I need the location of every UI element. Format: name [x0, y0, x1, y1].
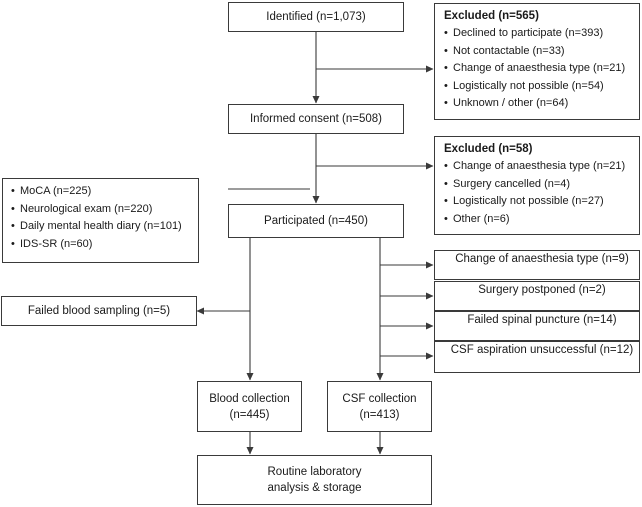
csf-exclusion-label: CSF aspiration unsuccessful (n=12): [450, 344, 634, 356]
assessment-item: MoCA (n=225): [11, 183, 198, 201]
csf-exclusion-box-3: Failed spinal puncture (n=14): [434, 311, 640, 341]
assessments-list: MoCA (n=225) Neurological exam (n=220) D…: [11, 183, 198, 253]
assessments-box: MoCA (n=225) Neurological exam (n=220) D…: [2, 178, 199, 263]
excluded-58-box: Excluded (n=58) Change of anaesthesia ty…: [434, 136, 640, 235]
excluded-565-item: Logistically not possible (n=54): [444, 78, 639, 96]
csf-exclusion-box-2: Surgery postponed (n=2): [434, 281, 640, 311]
excluded-565-item: Unknown / other (n=64): [444, 95, 639, 113]
csf-exclusion-label: Surgery postponed (n=2): [478, 284, 606, 296]
consent-box: Informed consent (n=508): [228, 104, 404, 134]
csf-collection-line1: CSF collection: [342, 392, 417, 405]
excluded-58-title: Excluded (n=58): [444, 143, 533, 155]
csf-exclusion-box-1: Change of anaesthesia type (n=9): [434, 250, 640, 280]
excluded-58-list: Change of anaesthesia type (n=21) Surger…: [444, 158, 639, 228]
identified-label: Identified (n=1,073): [266, 11, 366, 23]
csf-collection-box: CSF collection (n=413): [327, 381, 432, 432]
excluded-565-item: Not contactable (n=33): [444, 43, 639, 61]
excluded-58-item: Change of anaesthesia type (n=21): [444, 158, 639, 176]
excluded-565-title: Excluded (n=565): [444, 10, 539, 22]
excluded-565-list: Declined to participate (n=393) Not cont…: [444, 25, 639, 113]
csf-exclusion-label: Failed spinal puncture (n=14): [467, 314, 617, 326]
assessment-item: Neurological exam (n=220): [11, 201, 198, 219]
excluded-565-item: Change of anaesthesia type (n=21): [444, 60, 639, 78]
csf-exclusion-box-4: CSF aspiration unsuccessful (n=12): [434, 341, 640, 373]
excluded-565-box: Excluded (n=565) Declined to participate…: [434, 3, 640, 120]
excluded-565-item: Declined to participate (n=393): [444, 25, 639, 43]
assessment-item: IDS-SR (n=60): [11, 236, 198, 254]
excluded-58-item: Other (n=6): [444, 211, 639, 229]
blood-collection-box: Blood collection (n=445): [197, 381, 302, 432]
excluded-58-item: Surgery cancelled (n=4): [444, 176, 639, 194]
blood-collection-line1: Blood collection: [209, 392, 290, 405]
csf-exclusion-label: Change of anaesthesia type (n=9): [455, 253, 629, 265]
routine-analysis-line1: Routine laboratory: [267, 466, 362, 478]
routine-analysis-line2: analysis & storage: [267, 482, 362, 494]
assessment-item: Daily mental health diary (n=101): [11, 218, 198, 236]
routine-analysis-box: Routine laboratory analysis & storage: [197, 455, 432, 505]
failed-blood-box: Failed blood sampling (n=5): [1, 296, 197, 326]
csf-collection-line2: (n=413): [359, 408, 400, 421]
identified-box: Identified (n=1,073): [228, 2, 404, 32]
failed-blood-label: Failed blood sampling (n=5): [27, 305, 171, 317]
excluded-58-item: Logistically not possible (n=27): [444, 193, 639, 211]
blood-collection-line2: (n=445): [229, 408, 270, 421]
consent-label: Informed consent (n=508): [249, 113, 382, 125]
participated-label: Participated (n=450): [264, 215, 368, 227]
participated-box: Participated (n=450): [228, 204, 404, 238]
